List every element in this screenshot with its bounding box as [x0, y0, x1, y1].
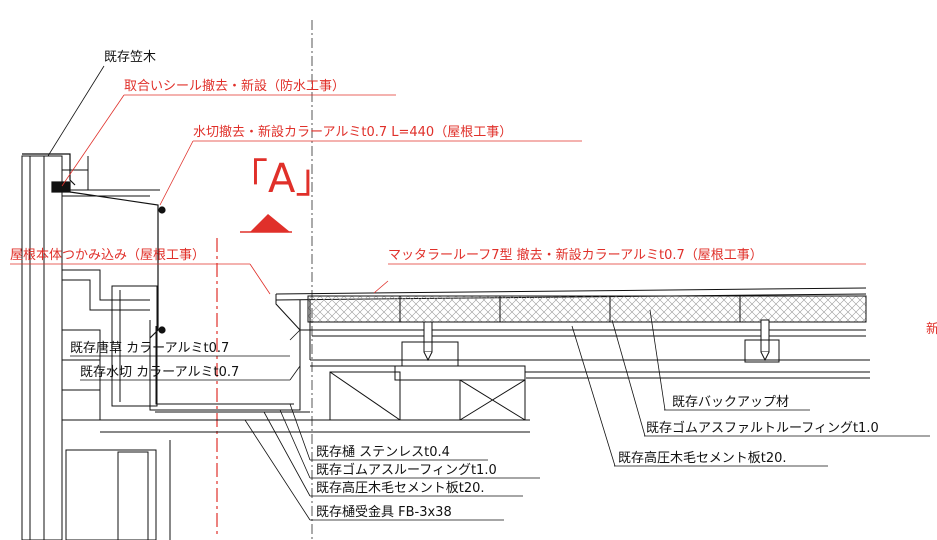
gutter	[111, 285, 310, 413]
leader-lines	[47, 65, 930, 521]
existing-coping	[22, 153, 76, 193]
roof-panel	[275, 287, 867, 360]
existing-coping-label: 既存笠木	[104, 50, 157, 65]
seal-renewal-label: 取合いシール撤去・新設（防水工事）	[124, 79, 346, 94]
cement-board-left-label: 既存高圧木毛セメント板t20.	[316, 481, 485, 496]
rubber-asphalt-roofing-label: 既存ゴムアスファルトルーフィングt1.0	[646, 421, 879, 436]
existing-drip-label: 既存水切 カラーアルミt0.7	[80, 365, 240, 380]
cement-board-right-label: 既存高圧木毛セメント板t20.	[618, 451, 787, 466]
roof-grip-label: 屋根本体つかみ込み（屋根工事）	[10, 248, 206, 263]
red-leader-lines	[10, 94, 866, 295]
parapet-wall	[21, 155, 530, 540]
gutter-bracket-label: 既存樋受金具 FB-3x38	[316, 505, 452, 520]
gutter-stainless-label: 既存樋 ステンレスt0.4	[316, 445, 450, 460]
steel-beams	[310, 339, 870, 421]
existing-karakusa-label: 既存唐草 カラーアルミt0.7	[70, 341, 230, 356]
edge-fragment: 新	[926, 322, 937, 337]
section-arrow	[250, 214, 290, 232]
backup-material-label: 既存バックアップ材	[672, 395, 790, 410]
section-marker-a: 「A」	[228, 156, 336, 202]
matter-roof-label: マッタラールーフ7型 撤去・新設カラーアルミt0.7（屋根工事）	[388, 248, 763, 263]
screws	[423, 319, 770, 362]
new-flashing	[69, 191, 166, 339]
flashing-renewal-label: 水切撤去・新設カラーアルミt0.7 L=440（屋根工事）	[193, 125, 513, 140]
rubber-roofing-label: 既存ゴムアスルーフィングt1.0	[316, 463, 497, 478]
